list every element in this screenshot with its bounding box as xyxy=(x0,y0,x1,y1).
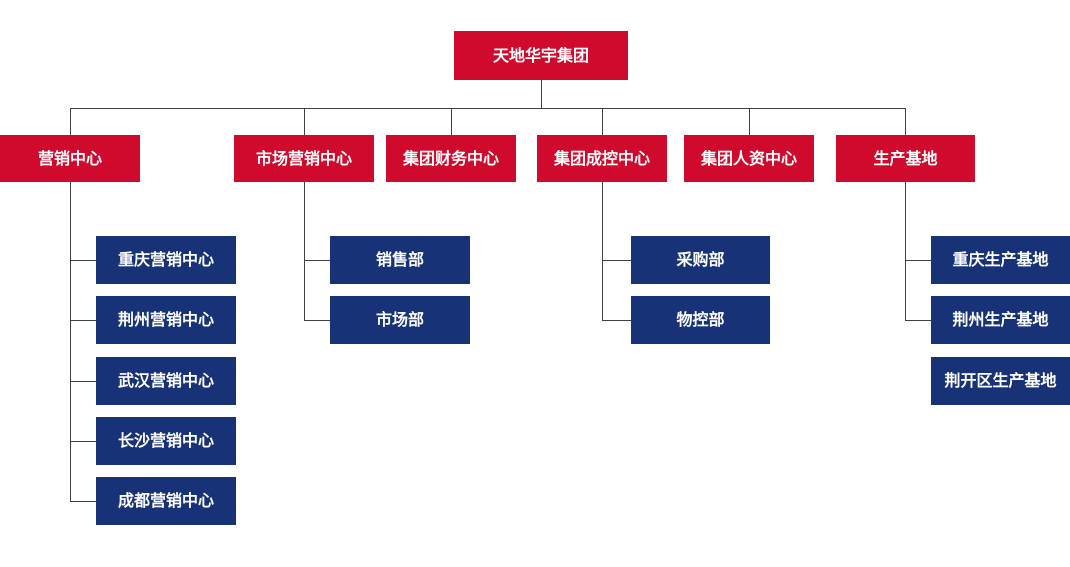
node-chongqing-production-base: 重庆生产基地 xyxy=(931,236,1070,284)
connector-stub-changsha-marketing xyxy=(70,441,96,442)
connector-trunk-marketing-center xyxy=(70,182,71,501)
connector-stub-sales-dept xyxy=(304,260,330,261)
connector-drop-market-marketing-center xyxy=(304,108,305,135)
connector-drop-group-hr-center xyxy=(749,108,750,135)
node-jingzhou-marketing-center: 荆州营销中心 xyxy=(96,296,236,344)
node-group-cost-control-center: 集团成控中心 xyxy=(537,135,667,182)
connector-stub-jingzhou-production xyxy=(905,320,931,321)
connector-stub-marketing-dept xyxy=(304,320,330,321)
node-jingzhou-production-base: 荆州生产基地 xyxy=(931,296,1070,344)
node-market-marketing-center: 市场营销中心 xyxy=(234,135,374,182)
node-jingkai-production-base: 荆开区生产基地 xyxy=(931,357,1070,405)
connector-root-drop xyxy=(541,80,542,109)
connector-drop-marketing-center xyxy=(70,108,71,135)
node-group-hq: 天地华宇集团 xyxy=(454,31,628,80)
node-chengdu-marketing-center: 成都营销中心 xyxy=(96,477,236,525)
connector-stub-chongqing-production xyxy=(905,260,931,261)
node-material-control-dept: 物控部 xyxy=(631,296,770,344)
connector-stub-chengdu-marketing xyxy=(70,501,96,502)
connector-stub-purchasing-dept xyxy=(602,260,631,261)
node-group-finance-center: 集团财务中心 xyxy=(386,135,516,182)
node-sales-dept: 销售部 xyxy=(330,236,470,284)
connector-drop-production-base xyxy=(905,108,906,135)
node-marketing-dept: 市场部 xyxy=(330,296,470,344)
node-purchasing-dept: 采购部 xyxy=(631,236,770,284)
connector-stub-jingzhou-marketing xyxy=(70,320,96,321)
node-marketing-center: 营销中心 xyxy=(0,135,140,182)
node-group-hr-center: 集团人资中心 xyxy=(684,135,814,182)
connector-trunk-market-marketing-center xyxy=(304,182,305,321)
node-production-base: 生产基地 xyxy=(836,135,975,182)
connector-trunk-group-cost-control-center xyxy=(602,182,603,321)
connector-level2-bus xyxy=(70,108,906,109)
connector-stub-material-control-dept xyxy=(602,320,631,321)
connector-drop-group-cost-control-center xyxy=(602,108,603,135)
node-chongqing-marketing-center: 重庆营销中心 xyxy=(96,236,236,284)
node-changsha-marketing-center: 长沙营销中心 xyxy=(96,417,236,465)
connector-stub-wuhan-marketing xyxy=(70,381,96,382)
node-wuhan-marketing-center: 武汉营销中心 xyxy=(96,357,236,405)
connector-stub-chongqing-marketing xyxy=(70,260,96,261)
connector-drop-group-finance-center xyxy=(451,108,452,135)
connector-trunk-production-base xyxy=(905,182,906,321)
